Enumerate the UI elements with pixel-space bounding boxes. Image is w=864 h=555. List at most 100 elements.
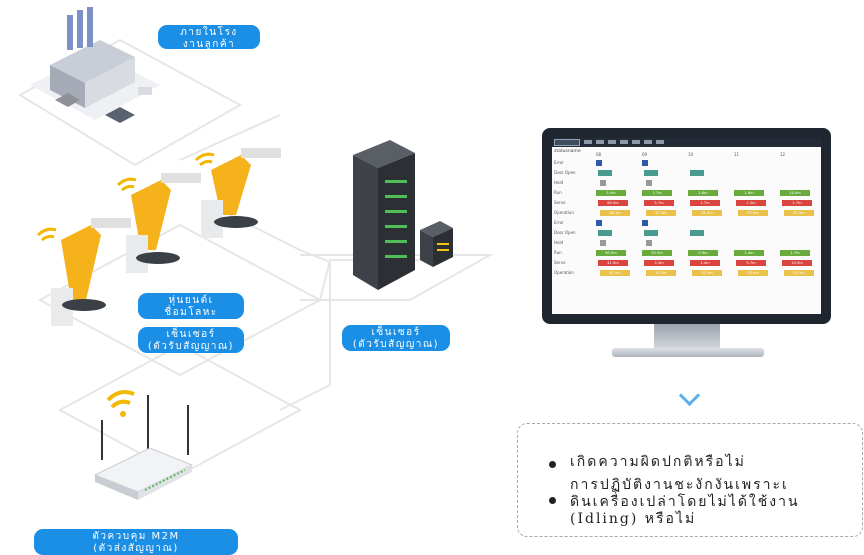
robot-label-line1: หุ่นยนต์เ bbox=[168, 295, 214, 306]
sensor-server-line2: (ตัวรับสัญญาณ) bbox=[352, 339, 440, 350]
hour-tick: 10 bbox=[688, 152, 694, 157]
timeline-segment: 1.7m bbox=[690, 200, 720, 206]
factory-illustration bbox=[30, 7, 160, 123]
sensor-label-server: เซ็นเซอร์ (ตัวรับสัญญาณ) bbox=[342, 325, 450, 351]
tab-placeholder bbox=[644, 140, 652, 144]
timeline-segment: 42.0m bbox=[600, 270, 630, 276]
row-label: Error bbox=[554, 160, 564, 165]
timeline-segment: 14.9m bbox=[782, 260, 812, 266]
robot-label-line2: ชื่อมโลหะ bbox=[164, 307, 218, 318]
timeline-segment: 5.7m bbox=[644, 200, 674, 206]
timeline-segment: 57.4m bbox=[646, 210, 676, 216]
timeline-segment bbox=[596, 220, 602, 226]
router-label: ตัวควบคุม M2M (ตัวส่งสัญญาณ) bbox=[34, 529, 238, 555]
timeline-segment: 1.7m bbox=[780, 250, 810, 256]
sensor-server-line1: เซ็นเซอร์ bbox=[371, 327, 421, 338]
timeline-segment: 1.6m bbox=[734, 190, 764, 196]
question-1: เกิดความผิดปกติหรือไม่ bbox=[570, 454, 746, 470]
question-2-line-1: การปฏิบัติงานชะงักงันเพราะเ bbox=[570, 477, 789, 493]
row-label: Operation bbox=[554, 210, 574, 215]
timeline-segment: 5.4m bbox=[596, 190, 626, 196]
timeline-segment: 33.0m bbox=[738, 270, 768, 276]
bullet-dot bbox=[549, 497, 556, 504]
tab-placeholder bbox=[620, 140, 628, 144]
timeline-segment: 60.0m bbox=[596, 250, 626, 256]
row-label: Error bbox=[554, 220, 564, 225]
hour-tick: 12 bbox=[780, 152, 786, 157]
timeline-segment: 1.7m bbox=[782, 200, 812, 206]
row-label: Hold bbox=[554, 240, 564, 245]
questions-box: เกิดความผิดปกติหรือไม่ การปฏิบัติงานชะงั… bbox=[517, 423, 863, 537]
row-label: Door Open bbox=[554, 170, 576, 175]
timeline-segment: 53.5m bbox=[784, 270, 814, 276]
timeline-segment bbox=[596, 160, 602, 166]
timeline-segment bbox=[690, 230, 704, 236]
timeline-segment: 57.4m bbox=[738, 210, 768, 216]
question-2-line-3: (Idling) หรือไม่ bbox=[570, 511, 697, 527]
timeline-segment bbox=[598, 170, 612, 176]
timeline-segment: 38.3m bbox=[600, 210, 630, 216]
timeline-segment: 55.5m bbox=[642, 250, 672, 256]
hour-tick: 11 bbox=[734, 152, 740, 157]
logo-chip bbox=[554, 139, 580, 146]
row-label: Servo bbox=[554, 200, 566, 205]
timeline-segment bbox=[642, 220, 648, 226]
timeline-segment bbox=[646, 240, 652, 246]
row-label: Run bbox=[554, 190, 562, 195]
monitor-base bbox=[612, 348, 764, 357]
factory-label: ภายในโรง งานลูกค้า bbox=[158, 25, 260, 50]
router-label-line2: (ตัวส่งสัญญาณ) bbox=[93, 543, 179, 554]
tab-placeholder bbox=[608, 140, 616, 144]
robot-label: หุ่นยนต์เ ชื่อมโลหะ bbox=[138, 293, 244, 319]
router-label-line1: ตัวควบคุม M2M bbox=[92, 531, 180, 542]
server-rack-illustration bbox=[353, 140, 453, 290]
tab-placeholder bbox=[596, 140, 604, 144]
hour-tick: 08 bbox=[596, 152, 602, 157]
timeline-segment: 51.5m bbox=[784, 210, 814, 216]
tab-placeholder bbox=[656, 140, 664, 144]
row-label: Hold bbox=[554, 180, 564, 185]
hour-axis: 08 09 10 11 12 bbox=[596, 152, 817, 158]
factory-label-line2: งานลูกค้า bbox=[182, 39, 236, 50]
timeline-segment bbox=[690, 170, 704, 176]
timeline-segment: 52.0m bbox=[692, 270, 722, 276]
timeline-segment bbox=[600, 240, 606, 246]
timeline-segment: 60.0m bbox=[598, 200, 628, 206]
timeline-segment: 1.6m bbox=[688, 190, 718, 196]
bullet-dot bbox=[549, 461, 556, 468]
tab-placeholder bbox=[584, 140, 592, 144]
sensor-left-line2: (ตัวรับสัญญาณ) bbox=[147, 341, 235, 352]
row-label: Operation bbox=[554, 270, 574, 275]
timeline-segment: 5.7m bbox=[736, 260, 766, 266]
dashboard-topbar bbox=[552, 138, 821, 147]
timeline-segment: 1.4m bbox=[734, 250, 764, 256]
router-illustration bbox=[93, 390, 194, 500]
timeline-segment bbox=[598, 230, 612, 236]
timeline-segment: 3.3m bbox=[644, 260, 674, 266]
tab-placeholder bbox=[632, 140, 640, 144]
monitor-stand bbox=[654, 324, 720, 350]
timeline-segment: 31.5m bbox=[692, 210, 722, 216]
row-label: Run bbox=[554, 250, 562, 255]
sensor-label-left: เซ็นเซอร์ (ตัวรับสัญญาณ) bbox=[138, 327, 244, 353]
welding-robot-illustration bbox=[36, 148, 281, 326]
timeline-segment bbox=[642, 160, 648, 166]
timeline-segment: 41.9m bbox=[598, 260, 628, 266]
factory-label-line1: ภายในโรง bbox=[180, 27, 238, 38]
timeline-segment bbox=[644, 170, 658, 176]
timeline-segment: 0.9m bbox=[688, 250, 718, 256]
timeline-segment: 14.4m bbox=[780, 190, 810, 196]
hour-tick: 09 bbox=[642, 152, 648, 157]
question-2-line-2: ดินเครื่องเปล่าโดยไม่ได้ใช้งาน bbox=[570, 494, 800, 510]
row-label: Door Open bbox=[554, 230, 576, 235]
timeline-segment bbox=[644, 230, 658, 236]
sensor-left-line1: เซ็นเซอร์ bbox=[166, 329, 216, 340]
timeline-segment: 1.5m bbox=[736, 200, 766, 206]
timeline-segment bbox=[646, 180, 652, 186]
dashboard-subtitle: statusname bbox=[554, 149, 581, 154]
row-label: Servo bbox=[554, 260, 566, 265]
timeline-segment: 1.4m bbox=[690, 260, 720, 266]
